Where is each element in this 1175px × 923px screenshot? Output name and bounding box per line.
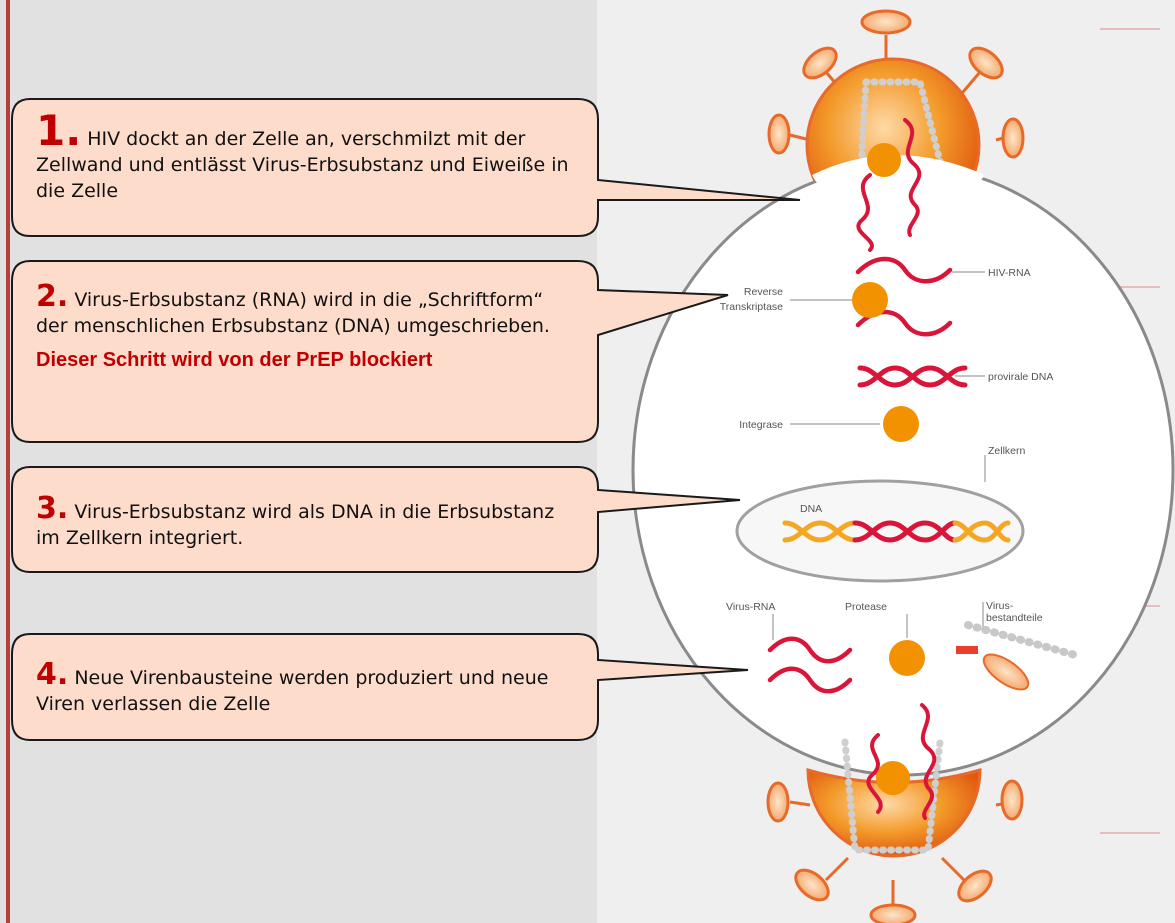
label-reverse: Reverse	[744, 286, 783, 298]
virus-spike-fragment	[982, 653, 1030, 691]
callout-step-2: 2. Virus-Erbsubstanz (RNA) wird in die „…	[36, 282, 576, 373]
reverse-transkriptase-enzyme	[852, 282, 888, 318]
callout-step-4: 4. Neue Virenbausteine werden produziert…	[36, 660, 586, 717]
callout-4-shape	[11, 633, 749, 741]
virus-protein-fragment	[956, 646, 978, 654]
protease-enzyme	[889, 640, 925, 676]
cell	[631, 163, 1175, 777]
callout-2-shape	[11, 260, 729, 443]
step-3-text: Virus-Erbsubstanz wird als DNA in die Er…	[36, 501, 555, 549]
label-transkriptase: Transkriptase	[720, 301, 783, 313]
prep-block-note: Dieser Schritt wird von der PrEP blockie…	[36, 349, 433, 371]
virus-capsid-top	[867, 143, 901, 177]
callout-step-3: 3. Virus-Erbsubstanz wird als DNA in die…	[36, 494, 576, 551]
rna-strands-top	[856, 118, 922, 252]
step-3-number: 3.	[36, 491, 69, 526]
callout-1-shape	[11, 98, 801, 237]
label-zellkern: Zellkern	[988, 445, 1026, 457]
label-virus: Virus-	[986, 600, 1014, 612]
label-dna: DNA	[800, 503, 822, 515]
label-protease: Protease	[845, 601, 887, 613]
integrase-enzyme	[883, 406, 919, 442]
provirale-dna	[857, 365, 968, 388]
callout-3-shape	[11, 466, 741, 573]
step-1-number: 1.	[36, 106, 82, 155]
label-hiv-rna: HIV-RNA	[988, 267, 1031, 279]
label-bestandteile: bestandteile	[986, 612, 1043, 624]
step-1-text: HIV dockt an der Zelle an, verschmilzt m…	[36, 128, 569, 202]
step-4-number: 4.	[36, 657, 69, 692]
callout-step-1: 1. HIV dockt an der Zelle an, verschmilz…	[36, 110, 586, 204]
left-border	[6, 0, 10, 923]
step-4-text: Neue Virenbausteine werden produziert un…	[36, 667, 549, 715]
virus-bottom	[766, 703, 1024, 923]
label-virus-rna: Virus-RNA	[726, 601, 775, 613]
virus-rna	[767, 636, 853, 694]
step-2-number: 2.	[36, 279, 69, 314]
step-2-text: Virus-Erbsubstanz (RNA) wird in die „Sch…	[36, 289, 550, 337]
host-dna	[782, 520, 1011, 543]
label-integrase: Integrase	[739, 419, 783, 431]
zellkern	[735, 479, 1025, 583]
virus-protein-chain	[964, 621, 1079, 659]
label-provirale-dna: provirale DNA	[988, 371, 1053, 383]
